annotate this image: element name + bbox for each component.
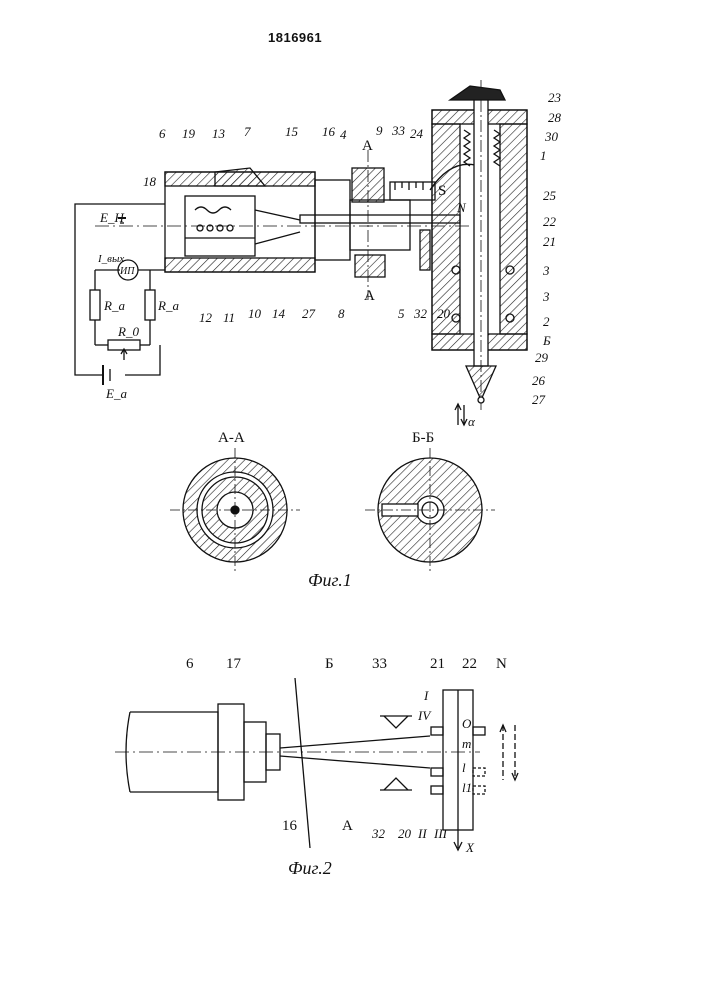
label: R_a	[157, 298, 179, 313]
figure2-caption: Фиг.2	[288, 858, 332, 879]
label: 21	[430, 656, 445, 672]
label: 15	[285, 124, 299, 139]
label: I_вых	[97, 253, 124, 265]
figure1-caption: Фиг.1	[308, 570, 352, 591]
label: R_a	[103, 298, 125, 313]
housing-body	[165, 172, 315, 272]
label: 12	[199, 310, 213, 325]
label: E_H	[99, 210, 124, 225]
label: 23	[548, 90, 562, 105]
label: 19	[182, 126, 196, 141]
label: 27	[302, 306, 316, 321]
label: 20	[398, 826, 412, 841]
label: 30	[544, 129, 559, 144]
label: 5	[398, 306, 405, 321]
label: X	[465, 840, 475, 855]
label: 2	[543, 314, 550, 329]
label: 3	[542, 263, 550, 278]
label: 17	[226, 656, 242, 672]
label: Б	[542, 333, 551, 348]
label: III	[433, 826, 448, 841]
label: l1	[462, 780, 472, 795]
label: А	[364, 288, 375, 304]
label: α	[468, 414, 476, 429]
label: l	[462, 760, 466, 775]
label: 6	[186, 656, 194, 672]
label: 22	[543, 214, 557, 229]
label: 21	[543, 234, 556, 249]
label: S	[438, 183, 446, 199]
figure1-drawing	[75, 80, 527, 572]
label: 7	[244, 124, 251, 139]
label: 33	[372, 656, 387, 672]
probe-tip	[466, 366, 496, 400]
label: 16	[282, 818, 298, 834]
label: 10	[248, 306, 262, 321]
label: R_0	[117, 324, 139, 339]
label: 11	[223, 310, 235, 325]
label: ИП	[119, 266, 135, 277]
label: 13	[212, 126, 226, 141]
figure2-labels: 6 17 Б 33 21 22 N I IV O m l l1 16 A 32 …	[186, 656, 507, 855]
label: 6	[159, 126, 166, 141]
label: 14	[272, 306, 286, 321]
label: 26	[532, 373, 546, 388]
label: 32	[413, 306, 428, 321]
label: N	[496, 656, 507, 672]
label: I	[423, 688, 429, 703]
label: 20	[437, 306, 451, 321]
label: 27	[532, 392, 546, 407]
label: 22	[462, 656, 477, 672]
label: А	[362, 138, 373, 154]
housing-wall-bottom	[165, 258, 315, 272]
figure2-drawing	[115, 678, 518, 850]
section-aa-title: А-А	[218, 430, 245, 446]
label: m	[462, 736, 471, 751]
label: 29	[535, 350, 549, 365]
label: IV	[417, 708, 432, 723]
label: 28	[548, 110, 562, 125]
label: 16	[322, 124, 336, 139]
label: 8	[338, 306, 345, 321]
label: N	[456, 200, 467, 215]
label: Б	[325, 656, 334, 672]
label: 9	[376, 123, 383, 138]
label: E_a	[105, 386, 127, 401]
label: 25	[543, 188, 557, 203]
section-bb-title: Б-Б	[412, 430, 434, 446]
label: 32	[371, 826, 386, 841]
label: 4	[340, 127, 347, 142]
label: 33	[391, 123, 406, 138]
label: 24	[410, 126, 424, 141]
label: 18	[143, 174, 157, 189]
label: II	[417, 826, 427, 841]
label: A	[342, 818, 353, 834]
label: 3	[542, 289, 550, 304]
label: O	[462, 716, 472, 731]
label: 1	[540, 148, 547, 163]
